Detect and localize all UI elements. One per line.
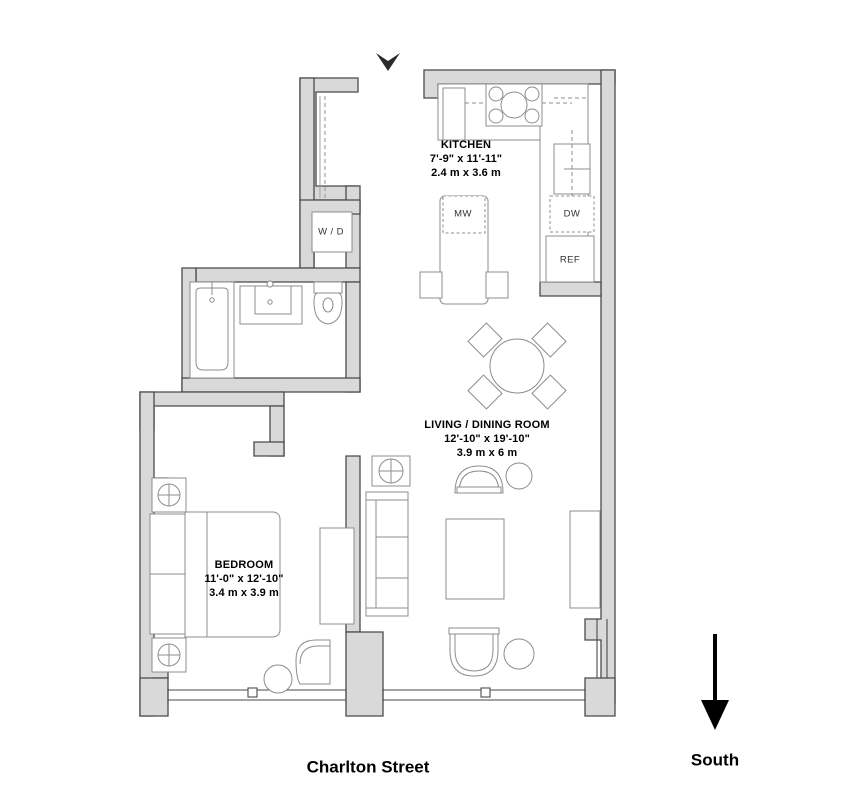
toilet-tank <box>313 281 343 294</box>
compass-caption: South <box>691 750 739 769</box>
kitchen-dim-metric: 2.4 m x 3.6 m <box>431 167 501 179</box>
kitchen-dim-imperial: 7'-9" x 11'-11" <box>430 153 502 165</box>
washer-dryer-label: W / D <box>318 227 344 238</box>
vanity-drain <box>267 299 273 305</box>
kitchen-fixtures <box>437 83 595 283</box>
bedroom-lounge-chair-arm <box>299 645 330 665</box>
bedroom-side-table <box>263 664 293 694</box>
burner-br <box>524 108 540 124</box>
wall-bath-top <box>195 267 361 283</box>
wall-living-left-lower <box>345 631 384 717</box>
washer-dryer-unit <box>311 211 353 253</box>
coffee-table <box>445 518 505 600</box>
compass-arrow-head <box>701 700 729 730</box>
refrigerator-unit <box>545 235 595 283</box>
dishwasher-label: DW <box>564 209 581 220</box>
dining-chairs <box>467 322 567 410</box>
bathtub-drain <box>209 297 215 303</box>
bedroom-dresser <box>319 527 355 625</box>
burner-tl <box>488 86 504 102</box>
vanity-basin <box>254 285 292 315</box>
closet-interior <box>319 96 326 198</box>
armchair-lower-back <box>448 627 500 635</box>
wall-bottom-right-pier <box>584 677 616 717</box>
window-living-east <box>596 619 608 678</box>
vanity-faucet <box>266 280 274 288</box>
armchair-lower <box>449 629 499 677</box>
bedroom-dim-metric: 3.4 m x 3.9 m <box>209 587 279 599</box>
side-table-upper <box>505 462 533 490</box>
bedroom-label: BEDROOM <box>215 559 274 571</box>
island-stool-left <box>419 271 443 299</box>
microwave-unit <box>442 195 486 234</box>
dining-chair-sw <box>467 374 503 410</box>
island-stool-right <box>485 271 509 299</box>
wall-right-exterior <box>584 69 616 704</box>
bathtub-inner <box>195 287 229 371</box>
living-dining-dim-imperial: 12'-10" x 19'-10" <box>444 433 530 445</box>
entry-arrow-icon <box>376 53 400 71</box>
bedroom-furniture <box>149 477 355 694</box>
window-mullion-bedroom <box>247 687 258 698</box>
room-labels: KITCHEN 7'-9" x 11'-11" 2.4 m x 3.6 m LI… <box>204 139 549 599</box>
refrigerator-label: REF <box>560 255 580 266</box>
microwave-label: MW <box>454 209 472 220</box>
kitchen-island-group <box>419 195 509 305</box>
wall-bath-bottom <box>181 377 361 393</box>
console-right <box>569 510 601 609</box>
dishwasher-unit <box>549 195 595 233</box>
sofa-back <box>365 491 409 501</box>
dining-table <box>489 338 545 394</box>
dining-chair-nw <box>467 322 503 358</box>
armchair-upper-seat <box>456 486 502 494</box>
wall-kitchen-bottom <box>539 281 602 297</box>
appliance-labels: W / D MW DW REF <box>318 209 580 266</box>
dining-chair-se <box>531 374 567 410</box>
window-walls <box>167 619 608 702</box>
wall-bottom-left-pier <box>139 677 169 717</box>
compass-south <box>701 634 729 730</box>
sofa-front-rail <box>365 607 409 617</box>
dining-chair-ne <box>531 322 567 358</box>
living-dining-dim-metric: 3.9 m x 6 m <box>457 447 518 459</box>
sofa-arm <box>365 499 377 609</box>
bed-headboard <box>184 511 208 638</box>
burner-bl <box>488 108 504 124</box>
living-dining-furniture <box>365 322 601 677</box>
side-table-lower <box>503 638 535 670</box>
toilet-seat <box>322 297 334 313</box>
burner-center <box>500 91 528 119</box>
bathroom-fixtures <box>189 280 343 379</box>
wall-bath-right <box>345 281 361 393</box>
bedroom-dim-imperial: 11'-0" x 12'-10" <box>204 573 283 585</box>
living-dining-label: LIVING / DINING ROOM <box>424 419 550 431</box>
street-caption: Charlton Street <box>307 757 430 776</box>
burner-tr <box>524 86 540 102</box>
wall-bedroom-top <box>139 391 285 431</box>
cabinet-left <box>442 87 466 141</box>
wall-bedroom-hall-stub <box>253 441 285 457</box>
window-mullion-living <box>480 687 491 698</box>
kitchen-label: KITCHEN <box>441 139 491 151</box>
compass-arrow-shaft <box>713 634 717 708</box>
